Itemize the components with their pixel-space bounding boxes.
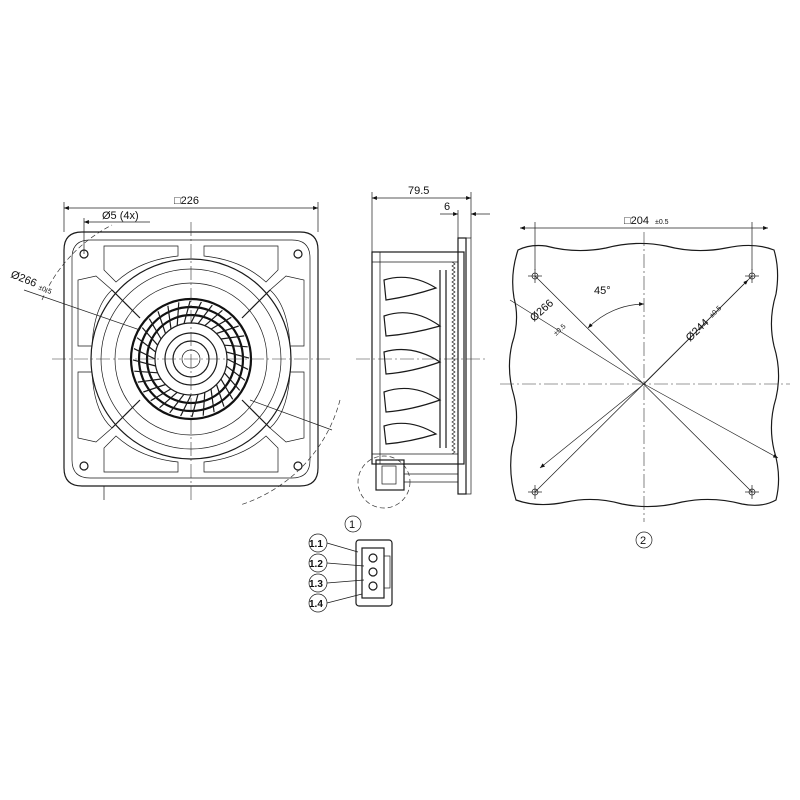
impeller-blade [210,388,215,413]
impeller-blade [225,365,246,381]
mounting-view [500,222,790,549]
mounting-callout: 2 [640,535,646,547]
impeller-blade [176,302,180,326]
connector-detail [308,515,393,613]
impeller-blade [137,378,162,383]
impeller-blade [180,394,192,417]
impeller-blade [133,348,156,360]
impeller-blade [223,372,241,391]
impeller-blade [204,309,223,327]
impeller-blade [224,344,248,348]
impeller-blade [150,388,172,402]
diameter-dim-label: Ø266 [9,269,38,290]
impeller-blade [191,394,199,418]
diameter-a-tol: ±0.5 [553,323,568,337]
impeller-blade [136,337,157,353]
side-housing [371,251,465,465]
impeller-blade [190,301,202,324]
impeller-blade [216,325,239,335]
square-dim-label: □204 [624,215,649,227]
hole-dim-label: Ø5 (4x) [102,210,139,222]
connector-callout: 1 [349,519,355,531]
side-blades [383,270,447,448]
impeller-blade [220,378,234,400]
impeller-blade [159,391,178,409]
angle-label: 45° [594,285,611,297]
impeller-blade [134,370,158,374]
fan-frame-inner [71,239,311,479]
impeller-blade [148,318,162,340]
impeller-blade [220,335,245,340]
pin-1-3: 1.3 [309,579,323,590]
impeller-blade [132,359,156,367]
depth-dim-label: 79.5 [408,185,429,197]
side-view [356,192,490,509]
impeller-blade [226,351,250,359]
impeller-blade [143,383,166,393]
struts [111,289,271,429]
impeller-blade [183,300,191,324]
pin-1-1: 1.1 [309,539,323,550]
wall-cutout [508,242,780,508]
impeller-blade [169,393,185,414]
impeller-blade [226,358,249,370]
width-dim-label: □226 [174,195,199,207]
impeller-blade [210,316,232,330]
pin-1-2: 1.2 [309,559,323,570]
flange-dim-label: 6 [444,201,450,213]
square-tol-label: ±0.5 [655,219,669,226]
pin-1-4: 1.4 [309,599,323,610]
impeller-blade [157,311,167,334]
impeller-blade [197,304,213,325]
impeller-blade [215,384,225,407]
impeller-blade [202,392,206,416]
fan-frame-outline [63,231,319,487]
front-view [23,202,341,506]
impeller-blade [167,305,172,330]
diameter-tol-label: ±0.5 [37,284,52,296]
impeller-blade [141,327,159,346]
